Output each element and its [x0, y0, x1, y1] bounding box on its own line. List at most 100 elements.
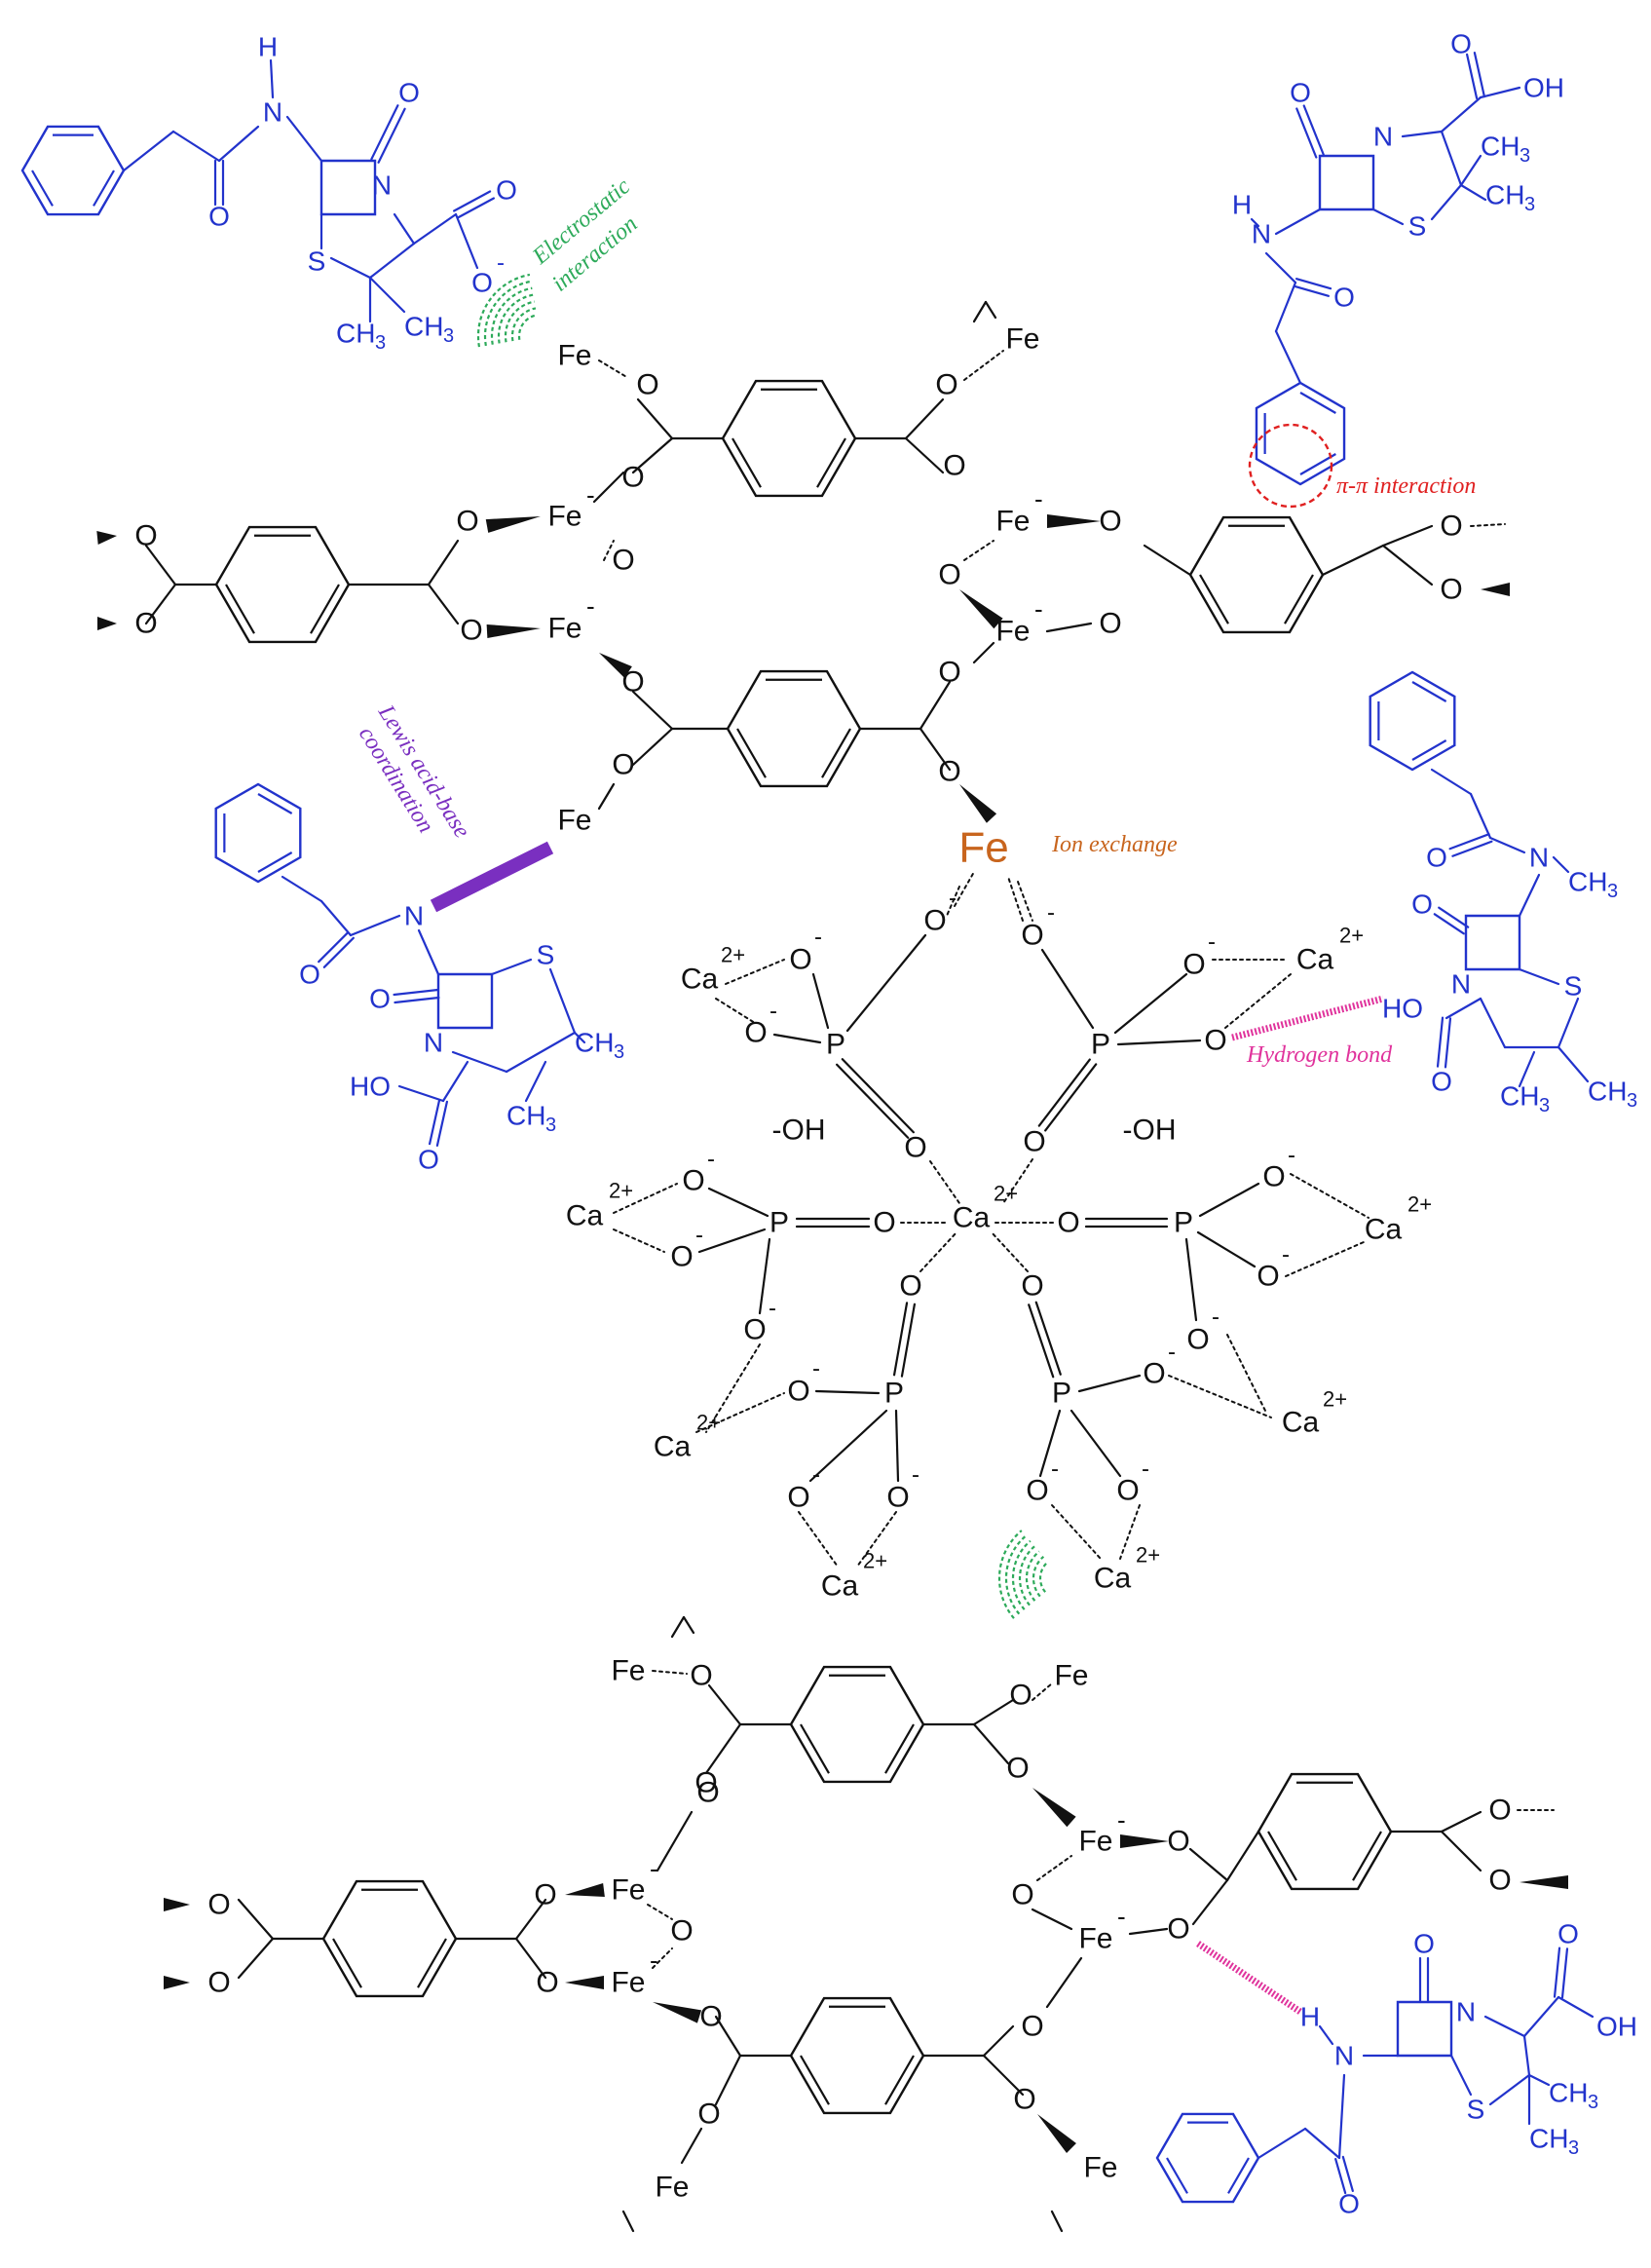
bond — [548, 967, 577, 1035]
coordination-bond — [647, 1904, 673, 1920]
ring-double-bond — [257, 851, 293, 873]
drug-hydrogen: H — [258, 32, 278, 62]
bond — [417, 928, 440, 976]
electrostatic-arc-middle — [1011, 1539, 1032, 1610]
bond — [1557, 1995, 1595, 2019]
bond — [368, 276, 406, 314]
bond — [1557, 997, 1580, 1049]
bond — [329, 256, 372, 280]
bond — [171, 130, 221, 163]
charge-label: - — [949, 886, 957, 912]
charge-label: - — [1208, 929, 1216, 956]
bond — [982, 2054, 1025, 2097]
coordination-bond — [991, 1231, 1029, 1272]
coordination-bond — [856, 1511, 897, 1568]
atom-label-layer: OOOOFeFeOOOOFe-Fe-OOOFe-Fe-OOOOOOOFeFeCa… — [134, 29, 1637, 2219]
bond — [814, 1389, 881, 1395]
drug-phenyl-ring — [1255, 381, 1346, 486]
ring-double-bond — [1411, 681, 1447, 702]
ring-double-bond — [1284, 574, 1314, 624]
coordination-bond — [919, 1231, 957, 1272]
coordination-bond — [613, 1228, 665, 1253]
double-bond — [377, 107, 406, 164]
oxygen: O — [696, 1777, 719, 1809]
bond — [808, 1409, 888, 1483]
drug-oxygen: O — [1338, 2189, 1360, 2219]
methyl-label: CH — [404, 312, 443, 342]
calcium: Ca — [1094, 1563, 1132, 1595]
drug-sulfur: S — [1408, 211, 1427, 242]
coordination-bond — [1470, 523, 1506, 527]
wedge-bond — [1047, 514, 1101, 528]
methyl-label: CH — [1549, 2078, 1588, 2108]
coordination-bond — [1224, 973, 1292, 1029]
charge-label: 2+ — [863, 1549, 887, 1573]
electrostatic-arc-middle — [1038, 1561, 1049, 1593]
coordination-bond — [929, 1160, 960, 1204]
bond — [393, 212, 416, 246]
electrostatic-arc-middle — [1032, 1555, 1045, 1598]
iron-atom: Fe — [1005, 323, 1039, 356]
pi-pi-interaction-circle — [1248, 423, 1333, 509]
oxygen: O — [456, 506, 478, 538]
double-bond — [892, 1302, 909, 1377]
bond — [1469, 792, 1492, 840]
drug-nitrogen: N — [1456, 1997, 1476, 2027]
methyl-subscript: 3 — [1607, 881, 1618, 902]
oxygen: O — [923, 905, 946, 937]
oxygen: O — [534, 1879, 556, 1911]
oxygen: O — [938, 657, 960, 689]
wedge-bond — [599, 653, 632, 678]
hydroxide-ion: -OH — [1123, 1115, 1177, 1147]
bond — [1459, 154, 1482, 187]
bond — [714, 2015, 742, 2058]
oxygen: O — [1026, 1475, 1048, 1507]
electrostatic-arc-top — [483, 280, 532, 347]
calcium: Ca — [1365, 1214, 1403, 1246]
oxygen: O — [943, 450, 965, 482]
iron-atom: Fe — [547, 613, 582, 645]
iron-atom: Fe — [995, 616, 1030, 648]
charge-label: - — [1047, 900, 1055, 926]
coordination-bond — [1119, 1504, 1141, 1560]
ring-double-bond — [1227, 2157, 1250, 2194]
double-bond — [393, 988, 439, 997]
ion-exchange-label: Ion exchange — [1051, 832, 1178, 857]
calcium: Ca — [681, 964, 719, 996]
drug-nitrogen: N — [424, 1028, 443, 1058]
oxygen: O — [670, 1241, 693, 1273]
beta-lactam-ring — [1318, 154, 1375, 211]
methyl-subscript: 3 — [1588, 2092, 1598, 2113]
drug-nitrogen: N — [372, 170, 392, 201]
coordination-bond — [963, 540, 994, 561]
double-bond — [1465, 53, 1479, 99]
calcium: Ca — [1282, 1407, 1320, 1439]
double-bond — [1473, 52, 1486, 98]
bond — [1430, 768, 1473, 796]
coordination-bond — [1051, 1504, 1102, 1560]
bond — [697, 1228, 767, 1254]
bond — [1196, 1230, 1257, 1268]
ion-exchange-iron: Fe — [958, 824, 1008, 872]
drug-sulfur: S — [1467, 2095, 1485, 2125]
coordination-bond — [963, 350, 1004, 381]
bond — [1038, 1409, 1062, 1478]
methyl-subscript: 3 — [443, 325, 454, 347]
bond — [894, 1409, 900, 1483]
calcium: Ca — [1296, 944, 1334, 976]
bond — [441, 1060, 469, 1103]
drug-hydroxyl: OH — [1596, 2012, 1637, 2042]
oxygen: O — [690, 1660, 712, 1692]
upper-linker-ring-2 — [726, 669, 862, 788]
oxygen: O — [134, 608, 157, 640]
coordination-bond — [705, 1343, 761, 1433]
bond — [972, 641, 995, 664]
electrostatic-arc-middle — [1018, 1545, 1036, 1606]
bond — [621, 2210, 635, 2233]
bond — [505, 1031, 577, 1074]
drug-oxygen: O — [1426, 843, 1447, 873]
phosphorus: P — [826, 1029, 845, 1061]
bond — [1440, 1830, 1482, 1872]
bond — [1143, 544, 1192, 577]
coordination-bond — [652, 1947, 673, 1969]
